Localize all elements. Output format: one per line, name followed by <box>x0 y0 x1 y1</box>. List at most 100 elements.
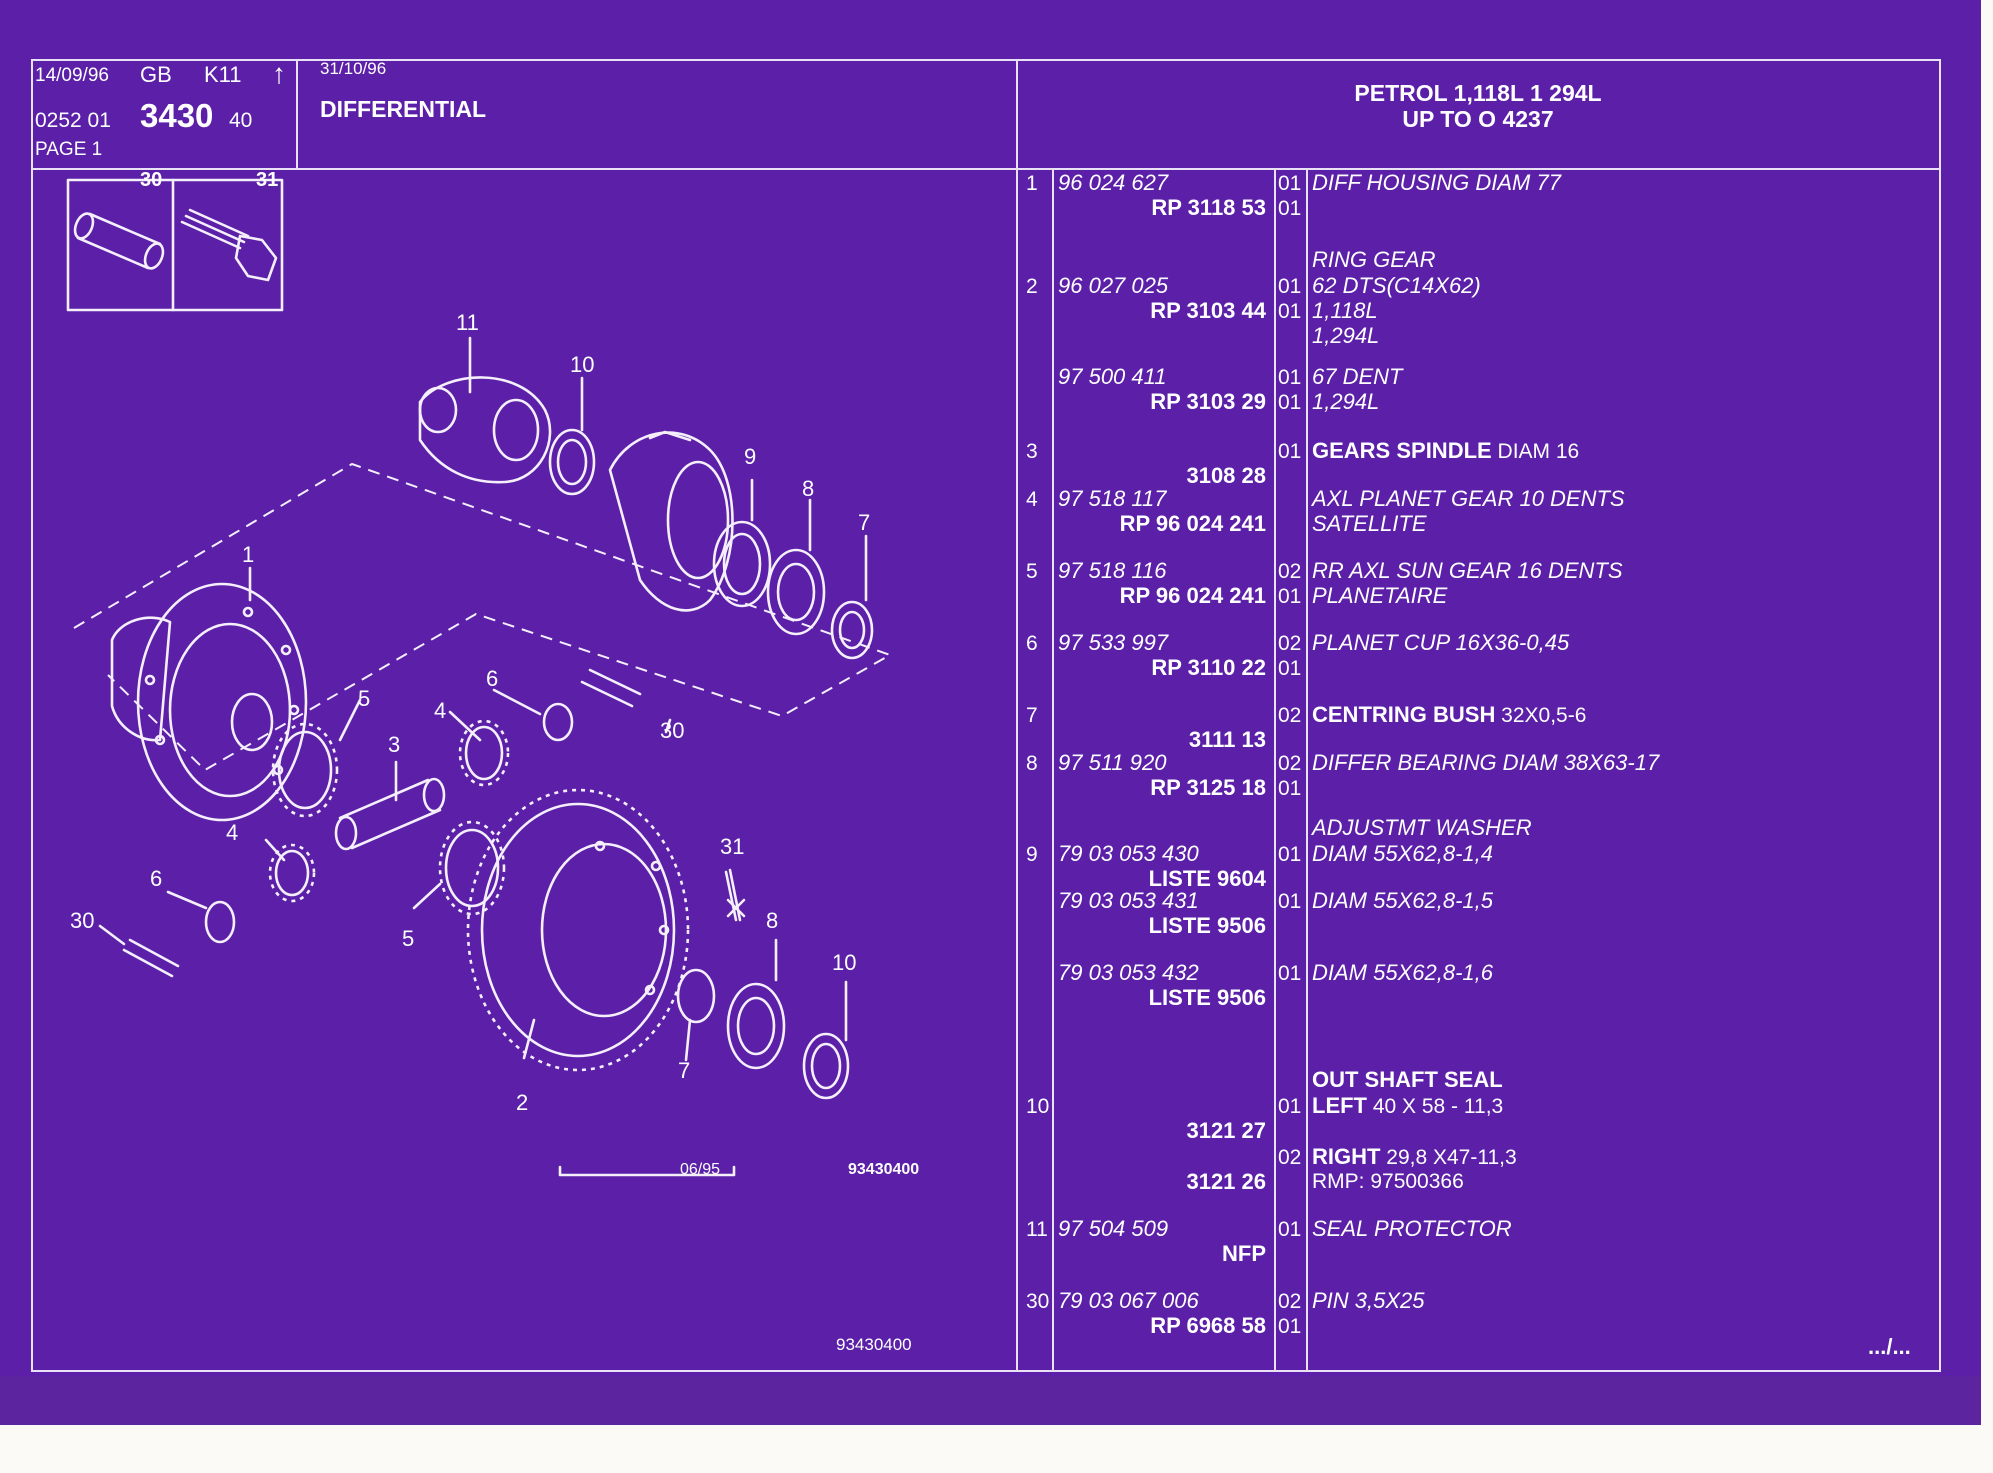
part-reference: LISTE 9604 <box>1148 866 1266 891</box>
part-number: 79 03 053 432 <box>1058 960 1199 985</box>
part-quantity: 01 <box>1278 962 1302 985</box>
part-quantity: 01 <box>1278 197 1302 220</box>
part-number: 79 03 067 006 <box>1058 1288 1199 1313</box>
part-quantity: 01 <box>1278 777 1302 800</box>
drawing-ref-upper: 93430400 <box>848 1161 920 1178</box>
part-index: 9 <box>1026 843 1038 866</box>
header-language: GB <box>140 62 172 87</box>
part-number: 97 500 411 <box>1058 364 1167 389</box>
part-reference: 3121 27 <box>1186 1118 1266 1143</box>
part-description-detail: 40 X 58 - 11,3 <box>1367 1095 1504 1118</box>
part-quantity: 01 <box>1278 366 1302 389</box>
part-reference: RP 96 024 241 <box>1119 583 1266 608</box>
part-description-heading: OUT SHAFT SEAL <box>1312 1067 1503 1092</box>
stamp-bracket <box>558 1165 736 1177</box>
bush-7-lower <box>676 968 716 1024</box>
part-number: 96 027 025 <box>1058 273 1169 298</box>
planet-gear-4-upper <box>464 725 504 781</box>
callout-6-upper: 6 <box>486 666 499 691</box>
part-quantity: 02 <box>1278 632 1302 655</box>
part-number: 97 518 117 <box>1058 486 1167 511</box>
part-number: 97 518 116 <box>1058 558 1167 583</box>
part-description-bold: CENTRING BUSH <box>1312 702 1496 727</box>
inset-box <box>66 178 284 312</box>
inset-label-31: 31 <box>256 169 279 191</box>
ring-gear-part <box>466 788 690 1072</box>
part-description: LEFT 40 X 58 - 11,3 <box>1312 1095 1504 1118</box>
part-quantity: 01 <box>1278 1315 1302 1338</box>
part-description: 62 DTS(C14X62) <box>1312 273 1481 298</box>
sun-gear-5-upper <box>271 722 339 818</box>
part-description: SATELLITE <box>1312 511 1427 536</box>
sheet-lower-edge <box>0 1376 1981 1425</box>
part-description: DIAM 55X62,8-1,5 <box>1312 888 1493 913</box>
part-quantity: 02 <box>1278 704 1302 727</box>
part-index: 4 <box>1026 488 1038 511</box>
column-divider-main <box>1016 59 1018 1372</box>
part-description: DIFF HOUSING DIAM 77 <box>1312 170 1561 195</box>
part-description: 1,294L <box>1312 323 1380 348</box>
exploded-view-drawing <box>66 178 893 1177</box>
part-quantity: 01 <box>1278 585 1302 608</box>
part-quantity: 01 <box>1278 1095 1302 1118</box>
gears-spindle-part <box>334 777 446 851</box>
column-divider-index <box>1052 168 1054 1372</box>
header-sub-number: 40 <box>229 109 253 132</box>
page-title: DIFFERENTIAL <box>320 96 487 122</box>
callout-6-lower: 6 <box>150 866 163 891</box>
part-index: 10 <box>1026 1095 1050 1118</box>
part-description-detail: 32X0,5-6 <box>1495 704 1587 727</box>
part-description: PIN 3,5X25 <box>1312 1288 1425 1313</box>
part-description: DIFFER BEARING DIAM 38X63-17 <box>1312 750 1660 775</box>
part-description: AXL PLANET GEAR 10 DENTS <box>1312 486 1625 511</box>
part-quantity: 02 <box>1278 560 1302 583</box>
part-index: 6 <box>1026 632 1038 655</box>
planet-gear-4-lower <box>274 849 310 897</box>
part-quantity: 01 <box>1278 843 1302 866</box>
planet-cup-6-upper <box>542 702 574 742</box>
part-reference: 3121 26 <box>1186 1169 1266 1194</box>
part-description-heading: ADJUSTMT WASHER <box>1312 815 1532 840</box>
callout-8-upper: 8 <box>802 476 815 501</box>
part-index: 2 <box>1026 275 1038 298</box>
pin-30-lower <box>122 938 180 978</box>
callout-7-upper: 7 <box>858 510 871 535</box>
callout-30-lower: 30 <box>70 908 95 933</box>
part-quantity: 01 <box>1278 657 1302 680</box>
part-description: SEAL PROTECTOR <box>1312 1216 1512 1241</box>
header-code-prefix: 0252 01 <box>35 109 111 132</box>
part-index: 30 <box>1026 1290 1050 1313</box>
part-reference: RP 3103 29 <box>1150 389 1266 414</box>
part-quantity: 02 <box>1278 1146 1302 1169</box>
bolt-inset-icon <box>180 208 278 282</box>
inset-label-30: 30 <box>140 169 163 191</box>
header-rule <box>31 168 1941 170</box>
bearing-8-lower <box>726 982 786 1070</box>
callout-4-lower: 4 <box>226 820 239 845</box>
part-description: CENTRING BUSH 32X0,5-6 <box>1312 702 1587 727</box>
part-number: 97 511 920 <box>1058 750 1167 775</box>
part-reference: NFP <box>1222 1241 1266 1266</box>
header-group-number: 3430 <box>140 97 214 134</box>
part-quantity: 02 <box>1278 752 1302 775</box>
pin-inset-icon <box>73 212 165 270</box>
arrow-icon: ↑ <box>272 58 286 89</box>
part-description: GEARS SPINDLE DIAM 16 <box>1312 440 1579 463</box>
seal-10-lower <box>802 1032 850 1100</box>
part-number: 97 533 997 <box>1058 630 1169 655</box>
part-description: 67 DENT <box>1312 364 1403 389</box>
part-quantity: 02 <box>1278 1290 1302 1313</box>
part-reference: RP 3118 53 <box>1151 195 1266 220</box>
part-index: 8 <box>1026 752 1038 775</box>
column-divider-ref <box>1274 168 1276 1372</box>
callout-31: 31 <box>720 834 745 859</box>
applicability-line-2: UP TO O 4237 <box>1402 106 1554 132</box>
header-date-right: 31/10/96 <box>320 59 387 78</box>
drawing-ref-lower: 93430400 <box>836 1335 912 1354</box>
gearbox-housing-part <box>608 430 734 612</box>
part-index: 5 <box>1026 560 1038 583</box>
planet-cup-6-lower <box>204 900 236 944</box>
continuation-marker: .../... <box>1868 1334 1911 1359</box>
callout-30-upper: 30 <box>660 718 685 743</box>
part-quantity: 01 <box>1278 391 1302 414</box>
